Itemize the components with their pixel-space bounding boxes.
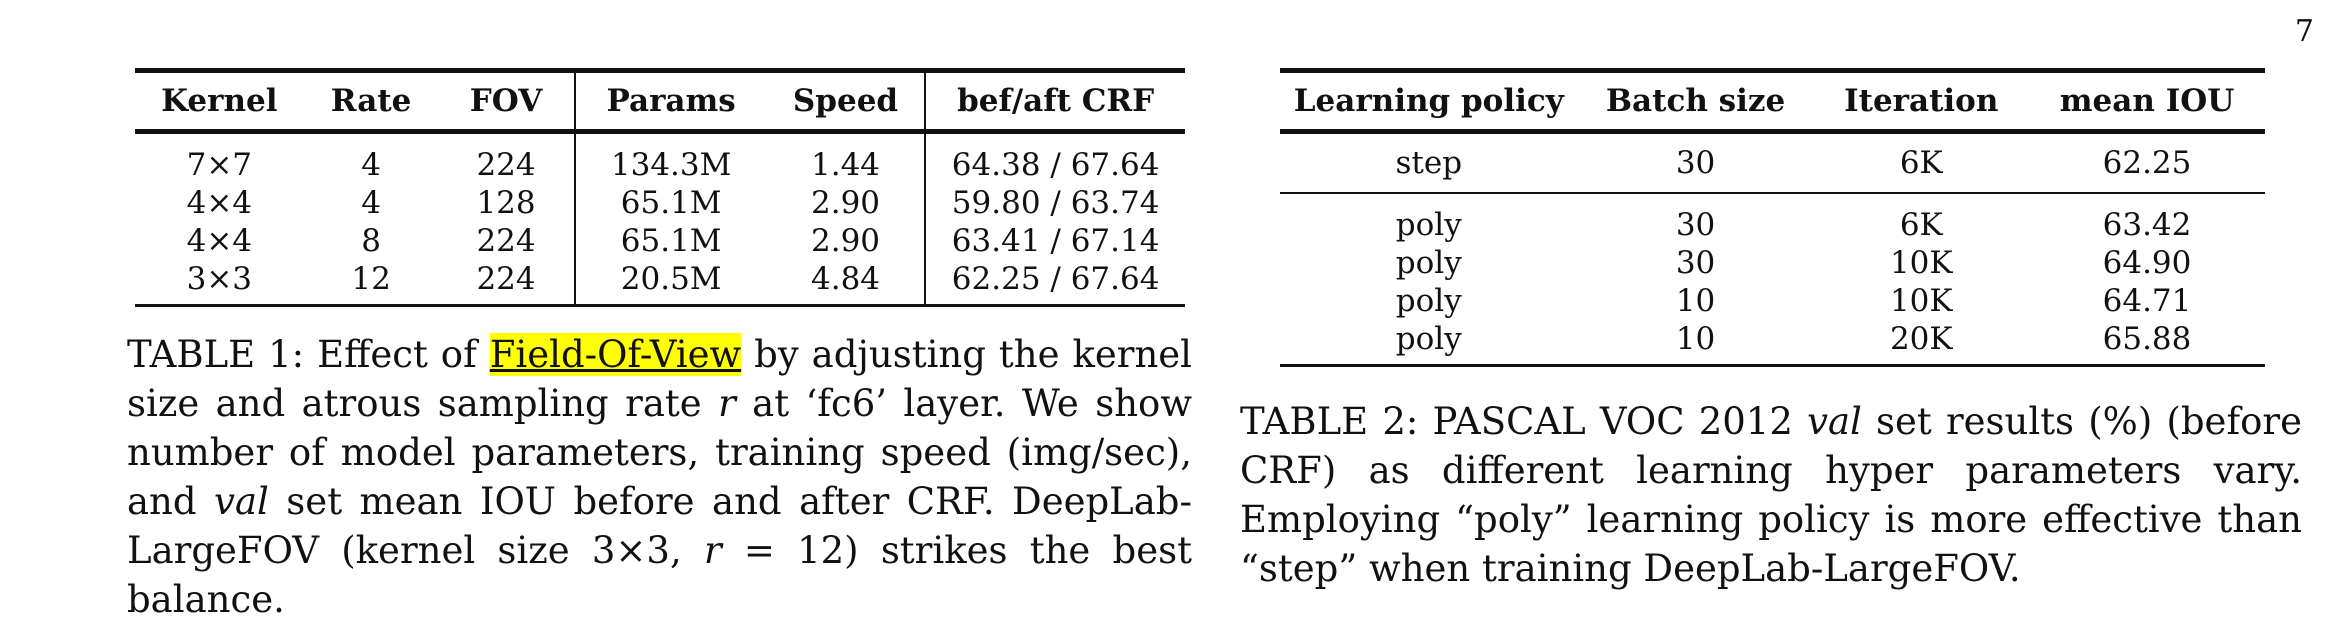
table-cell: 4×4 bbox=[186, 223, 253, 259]
table2-caption: TABLE 2: PASCAL VOC 2012 val set results… bbox=[1240, 400, 2302, 590]
table-cell: 8 bbox=[361, 223, 381, 259]
learning-policy-table: Learning policy Batch size Iteration mea… bbox=[1280, 68, 2265, 367]
table-row-step: step 30 6K 62.25 bbox=[1280, 132, 2265, 193]
col-header-kernel: Kernel bbox=[161, 83, 278, 119]
table-cell: 63.42 bbox=[2102, 207, 2192, 243]
table-cell: 224 bbox=[476, 261, 536, 297]
table-cell: 20K bbox=[1889, 321, 1953, 357]
table-cell: 10K bbox=[1889, 245, 1953, 281]
table-row: poly 10 10K 64.71 bbox=[1280, 282, 2265, 320]
table-cell: 4.84 bbox=[811, 261, 881, 297]
table-cell: 3×3 bbox=[186, 261, 253, 297]
table-cell: 63.41 / 67.14 bbox=[924, 222, 1185, 260]
table-row: poly 30 6K 63.42 bbox=[1280, 193, 2265, 244]
col-header-batch: Batch size bbox=[1605, 83, 1786, 119]
table-cell: 30 bbox=[1675, 245, 1716, 281]
table-cell: 4 bbox=[361, 185, 381, 221]
table-cell: 1.44 bbox=[811, 147, 881, 183]
table-header-row: Kernel Rate FOV Params Speed bef/aft CRF bbox=[135, 70, 1185, 132]
page-number: 7 bbox=[2294, 14, 2314, 49]
table-cell: 65.1M bbox=[573, 222, 767, 260]
table-cell: poly bbox=[1395, 321, 1462, 357]
col-header-iteration: Iteration bbox=[1844, 83, 1999, 119]
table-cell: 65.88 bbox=[2102, 321, 2192, 357]
col-header-policy: Learning policy bbox=[1293, 83, 1564, 119]
col-header-fov: FOV bbox=[469, 83, 543, 119]
table-cell: 134.3M bbox=[573, 131, 767, 184]
table1-caption: TABLE 1: Effect of Field-Of-View by adju… bbox=[127, 333, 1193, 621]
table-cell: 64.71 bbox=[2102, 283, 2192, 319]
table-cell: 30 bbox=[1675, 207, 1716, 243]
col-header-miou: mean IOU bbox=[2059, 83, 2235, 119]
table-cell: 12 bbox=[351, 261, 391, 297]
table-cell: 6K bbox=[1899, 145, 1943, 181]
table-row: 7×7 4 224 134.3M 1.44 64.38 / 67.64 bbox=[135, 131, 1185, 184]
table-cell: 2.90 bbox=[811, 185, 881, 221]
table-cell: step bbox=[1395, 145, 1463, 181]
table-cell: 10 bbox=[1675, 321, 1716, 357]
table-cell: 2.90 bbox=[811, 223, 881, 259]
table-cell: 128 bbox=[476, 185, 536, 221]
table-cell: poly bbox=[1395, 207, 1462, 243]
table-row: 4×4 8 224 65.1M 2.90 63.41 / 67.14 bbox=[135, 222, 1185, 260]
table-row: poly 10 20K 65.88 bbox=[1280, 320, 2265, 366]
table-cell: 10K bbox=[1889, 283, 1953, 319]
col-header-rate: Rate bbox=[330, 83, 412, 119]
table-cell: 64.38 / 67.64 bbox=[924, 131, 1185, 184]
highlighted-term: Field-Of-View bbox=[489, 333, 742, 376]
fov-table: Kernel Rate FOV Params Speed bef/aft CRF… bbox=[135, 68, 1185, 307]
table-cell: 65.1M bbox=[573, 184, 767, 222]
table-cell: 6K bbox=[1899, 207, 1943, 243]
table-cell: 224 bbox=[476, 223, 536, 259]
table-cell: poly bbox=[1395, 245, 1462, 281]
table-row: 3×3 12 224 20.5M 4.84 62.25 / 67.64 bbox=[135, 260, 1185, 306]
table-cell: 7×7 bbox=[186, 147, 253, 183]
table-header-row: Learning policy Batch size Iteration mea… bbox=[1280, 70, 2265, 132]
table-cell: 30 bbox=[1675, 145, 1716, 181]
table-cell: 59.80 / 63.74 bbox=[924, 184, 1185, 222]
table-cell: 4 bbox=[361, 147, 381, 183]
table-cell: 64.90 bbox=[2102, 245, 2192, 281]
table-cell: 62.25 bbox=[2102, 145, 2192, 181]
col-header-crf: bef/aft CRF bbox=[924, 70, 1185, 132]
table-row: 4×4 4 128 65.1M 2.90 59.80 / 63.74 bbox=[135, 184, 1185, 222]
table-cell: 62.25 / 67.64 bbox=[924, 260, 1185, 306]
table-cell: poly bbox=[1395, 283, 1462, 319]
table-cell: 224 bbox=[476, 147, 536, 183]
table-cell: 4×4 bbox=[186, 185, 253, 221]
col-header-speed: Speed bbox=[792, 83, 899, 119]
table-cell: 10 bbox=[1675, 283, 1716, 319]
col-header-params: Params bbox=[573, 70, 767, 132]
table-cell: 20.5M bbox=[573, 260, 767, 306]
table-row: poly 30 10K 64.90 bbox=[1280, 244, 2265, 282]
